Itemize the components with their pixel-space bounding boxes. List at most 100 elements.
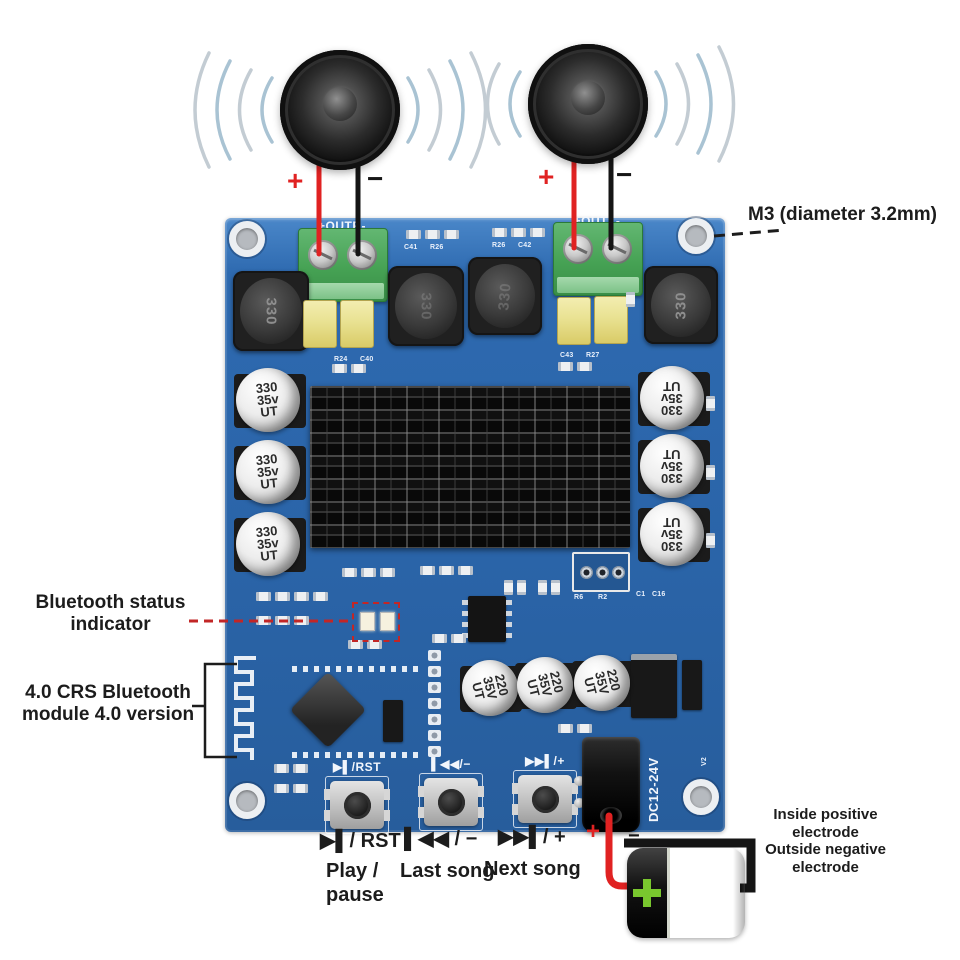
- jack-plus-label: +: [586, 818, 601, 845]
- film-capacitor: [340, 300, 374, 348]
- electrolytic-cap-330-2: 330 35v UT: [236, 440, 300, 504]
- terminal-out-right: [298, 228, 388, 302]
- terminal-out-left: [553, 222, 643, 296]
- cap-label: 330 35v UT: [661, 515, 683, 554]
- inductor-label: 330: [417, 291, 435, 321]
- inductor-label: 330: [672, 290, 690, 320]
- soic8-ic: [462, 596, 512, 642]
- film-capacitor: [594, 296, 628, 344]
- button-plunger: [531, 785, 559, 813]
- left-speaker: [280, 50, 400, 170]
- heatsink: [310, 386, 630, 548]
- smd-cluster: [504, 580, 526, 595]
- right-speaker-minus-label: −: [616, 159, 633, 190]
- silkscreen-play-rst: ▶▌/RST: [332, 760, 382, 774]
- smd-cluster: [256, 616, 309, 625]
- m3-hole-label: M3 (diameter 3.2mm): [748, 204, 938, 225]
- play-pause-button: [324, 781, 390, 829]
- right-speaker-plus-label: +: [538, 161, 555, 192]
- smd-cluster: [342, 568, 395, 577]
- smd-cluster: [274, 784, 308, 793]
- smd-cluster: [432, 634, 466, 643]
- battery-plus-icon: [633, 879, 661, 907]
- silkscreen-last-song: ▌◀◀/−: [431, 757, 471, 771]
- electrolytic-cap-330-5: 330 35v UT: [640, 434, 704, 498]
- smd-cluster: [626, 292, 635, 307]
- jack-opening: [600, 807, 622, 824]
- battery: [627, 848, 745, 938]
- electrolytic-cap-220-2: 220 35V UT: [517, 657, 573, 713]
- solder-joint: [574, 776, 585, 786]
- mounting-hole-bottom-left: [229, 783, 265, 819]
- inductor-1: 330: [233, 271, 309, 351]
- switch-outline: [325, 776, 389, 834]
- inductor-2: 330: [388, 266, 464, 346]
- cap-label: 330 35v UT: [255, 378, 280, 420]
- smd-cluster: [558, 724, 592, 733]
- smd-cluster: [348, 640, 382, 649]
- silkscreen-c43: C43: [560, 352, 574, 359]
- cap-label: 330 35v UT: [661, 447, 683, 486]
- switch-outline: [419, 773, 483, 831]
- last-song-combo-label: ▌◀◀ / −: [404, 828, 478, 850]
- right-speaker: [528, 44, 648, 164]
- module-pad-row: [292, 666, 420, 672]
- smd-cluster: [492, 228, 545, 237]
- smd-cluster: [420, 566, 473, 575]
- left-speaker-plus-label: +: [287, 165, 304, 196]
- next-song-combo-label: ▶▶▌/ +: [498, 826, 566, 848]
- smd-cluster: [706, 533, 715, 548]
- bluetooth-module-label: 4.0 CRS Bluetooth module 4.0 version: [21, 682, 195, 726]
- last-song-button: [418, 778, 484, 826]
- terminal-screw: [563, 234, 593, 264]
- silkscreen-c42: C42: [518, 242, 532, 249]
- smd-cluster: [706, 396, 715, 411]
- smd-cluster: [256, 592, 328, 601]
- silkscreen-next-song: ▶▶▌/+: [525, 754, 565, 768]
- right-speaker-dome: [571, 81, 605, 115]
- module-pad-row: [292, 752, 420, 758]
- cap-label: 220 35V UT: [581, 667, 625, 697]
- terminal-flange: [302, 283, 384, 299]
- terminal-screw: [347, 240, 377, 270]
- electrolytic-cap-330-3: 330 35v UT: [236, 512, 300, 576]
- button-plunger: [343, 791, 371, 819]
- silkscreen-r24: R24: [334, 356, 348, 363]
- play-rst-combo-label: ▶▌/ RST: [320, 830, 401, 852]
- bluetooth-antenna-icon: [230, 656, 260, 762]
- play-pause-label: Play / pause: [326, 860, 384, 906]
- cap-label: 220 35V UT: [524, 669, 568, 699]
- power-transistor: [631, 654, 677, 718]
- pin-hole: [612, 566, 625, 579]
- smd-cluster: [558, 362, 592, 371]
- power-transistor: [682, 660, 702, 710]
- battery-negative-cap: [627, 848, 670, 938]
- silkscreen-c41: C41: [404, 244, 418, 251]
- status-led: [360, 612, 375, 631]
- inductor-label: 330: [495, 281, 515, 311]
- silkscreen-v2: V2: [700, 757, 708, 766]
- electrolytic-cap-330-4: 330 35v UT: [640, 366, 704, 430]
- inductor-3: 330: [468, 257, 542, 335]
- inductor-label: 330: [262, 296, 280, 326]
- next-song-button: [512, 775, 578, 823]
- module-aux-chip: [383, 700, 403, 742]
- smd-cluster: [406, 230, 459, 239]
- smd-cluster: [706, 465, 715, 480]
- mounting-hole-top-left: [229, 221, 265, 257]
- smd-cluster: [332, 364, 366, 373]
- inductor-4: 330: [644, 266, 718, 344]
- electrolytic-cap-330-1: 330 35v UT: [236, 368, 300, 432]
- bluetooth-status-indicator-marker: [352, 602, 400, 642]
- jack-minus-label: −: [628, 825, 640, 847]
- module-pad-column: [428, 650, 441, 757]
- smd-cluster: [538, 580, 560, 595]
- silkscreen-r27: R27: [586, 352, 600, 359]
- silkscreen-c1: C1: [636, 591, 646, 598]
- bluetooth-status-label: Bluetooth status indicator: [35, 592, 186, 636]
- pin-hole: [596, 566, 609, 579]
- silkscreen-c40: C40: [360, 356, 374, 363]
- pin-hole: [580, 566, 593, 579]
- film-capacitor: [557, 297, 591, 345]
